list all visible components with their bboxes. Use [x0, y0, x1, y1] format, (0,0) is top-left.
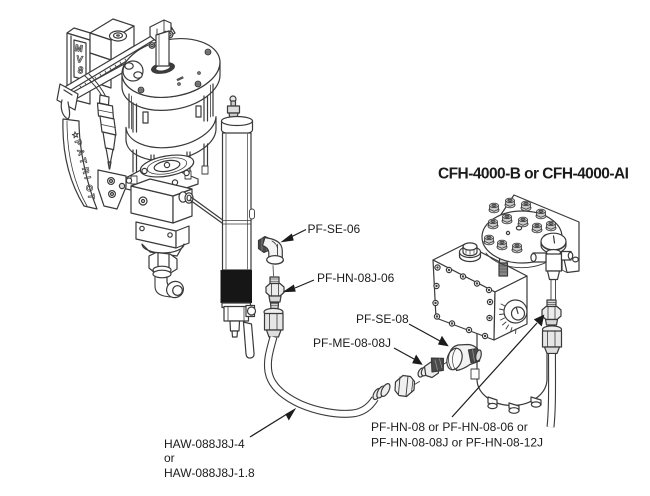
svg-text:HAW-088J8J-1.8: HAW-088J8J-1.8 [164, 466, 255, 480]
svg-text:CFH-4000-B or CFH-4000-AI: CFH-4000-B or CFH-4000-AI [438, 166, 629, 183]
svg-text:V: V [76, 54, 84, 66]
svg-text:A: A [75, 147, 87, 157]
svg-text:8: 8 [77, 65, 84, 77]
svg-text:PF-HN-08 or PF-HN-08-06 or: PF-HN-08 or PF-HN-08-06 or [371, 420, 528, 434]
svg-text:PF-HN-08J-06: PF-HN-08J-06 [317, 271, 395, 285]
svg-text:★: ★ [70, 130, 82, 141]
svg-text:O: O [84, 184, 95, 192]
svg-text:PF-HN-08-08J or PF-HN-08-12J: PF-HN-08-08J or PF-HN-08-12J [371, 436, 543, 450]
svg-text:T: T [78, 157, 89, 166]
svg-text:PF-SE-06: PF-SE-06 [308, 222, 361, 236]
svg-text:PF-ME-08-08J: PF-ME-08-08J [313, 336, 391, 350]
svg-text:I: I [83, 176, 93, 180]
svg-text:T: T [86, 193, 96, 200]
svg-text:R: R [80, 166, 91, 175]
svg-text:P: P [73, 138, 85, 147]
svg-text:HAW-088J8J-4: HAW-088J8J-4 [164, 437, 245, 451]
svg-text:or: or [164, 451, 175, 465]
svg-text:PF-SE-08: PF-SE-08 [356, 312, 409, 326]
svg-text:M: M [74, 43, 83, 55]
